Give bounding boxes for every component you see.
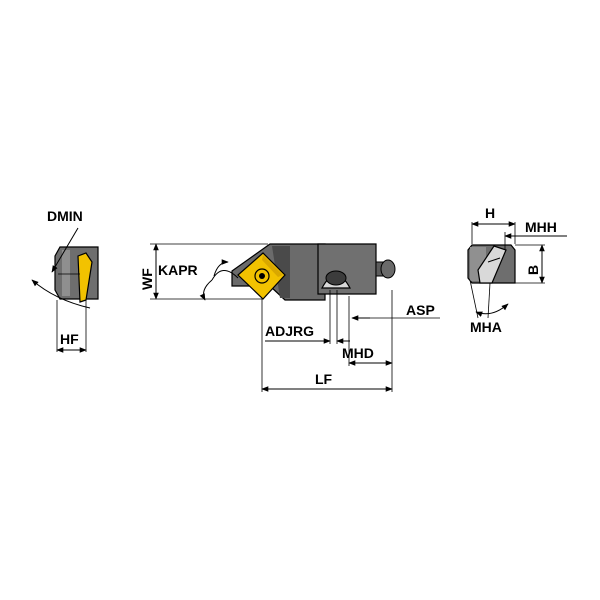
left-body-highlight [62, 250, 70, 296]
label-h: H [485, 205, 495, 221]
insert-chamfer [262, 255, 283, 277]
label-b: B [525, 265, 541, 275]
label-mhh: MHH [525, 219, 557, 235]
left-end-view: DMIN HF [31, 208, 99, 353]
right-clamp [477, 245, 507, 284]
label-mhd: MHD [342, 345, 374, 361]
label-wf: WF [139, 268, 155, 290]
label-asp: ASP [406, 302, 435, 318]
label-lf: LF [315, 371, 333, 387]
label-adjrg: ADJRG [265, 323, 314, 339]
clamp-screw [325, 270, 347, 286]
label-dmin: DMIN [47, 208, 83, 224]
left-body [54, 246, 99, 300]
adjust-screw-head [380, 259, 396, 279]
right-end-view: H MHH B MHA [467, 205, 567, 335]
left-insert [77, 252, 93, 303]
label-mha: MHA [470, 319, 502, 335]
main-side-view: WF KAPR ADJRG MHD ASP LF [139, 243, 440, 392]
label-hf: HF [60, 331, 79, 347]
label-kapr: KAPR [158, 262, 198, 278]
torx-icon [259, 273, 265, 279]
right-clamp-line [487, 257, 501, 263]
